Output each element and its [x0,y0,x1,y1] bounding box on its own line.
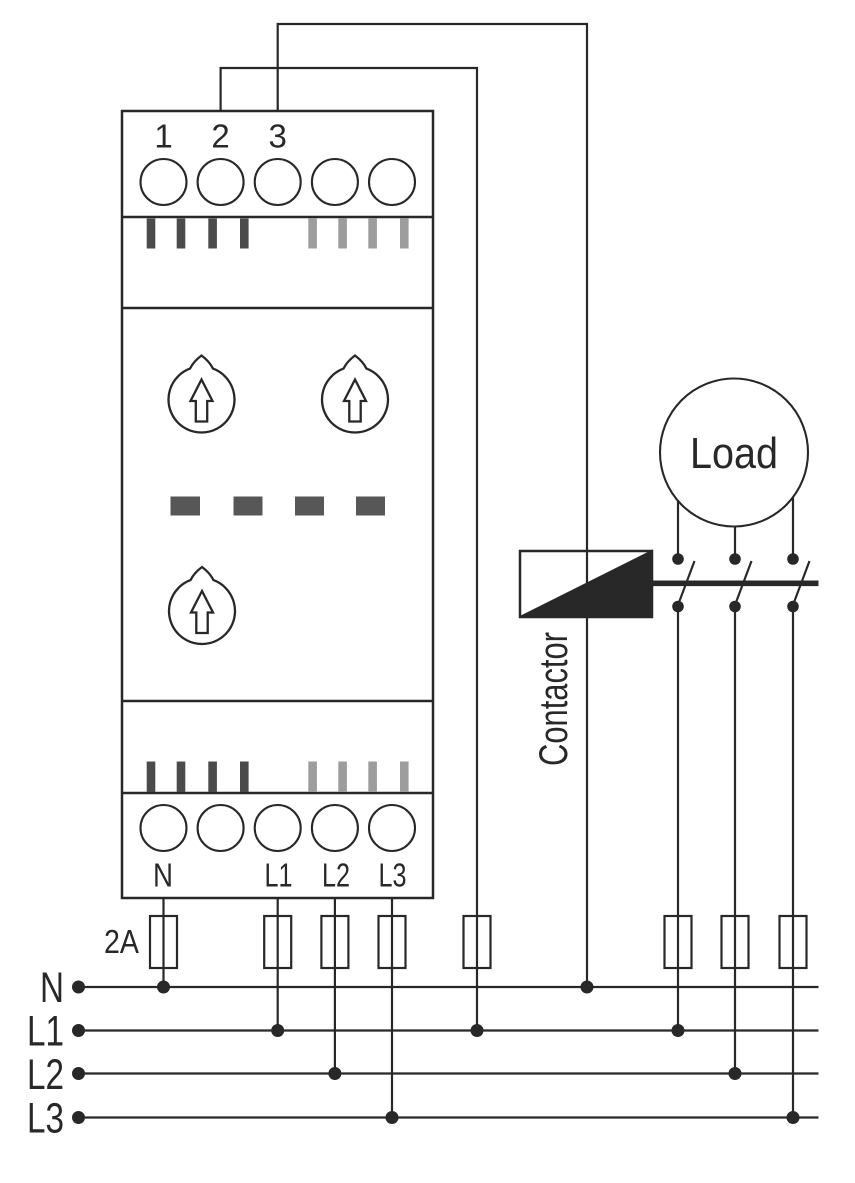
junction-dot [728,1067,742,1080]
fuse [720,914,750,970]
terminal-circle [196,157,245,207]
junction-dot [385,1111,399,1124]
bus-label-L2: L2 [27,1051,64,1099]
connector-bar-light [400,761,409,792]
connector-bar-light [368,218,377,249]
junction-dot [157,980,170,994]
junction-dot [271,1024,285,1037]
bus-label-L1: L1 [27,1008,64,1056]
display-dash [356,496,385,516]
connector-bar-light [400,218,409,249]
terminal-label-L2: L2 [322,857,350,894]
bus-label-L3: L3 [27,1095,64,1143]
fuse [462,914,492,970]
terminal-circle [196,803,245,853]
terminal-label-1: 1 [154,118,172,155]
terminal-circle [310,157,359,207]
terminal-circle [253,157,302,207]
bus-end-dot [72,1067,85,1080]
junction-dot [671,1024,685,1037]
junction-dot [328,1067,342,1080]
connector-bar-dark [176,761,186,792]
fuse [377,914,407,970]
connector-bar-dark [146,218,156,249]
fuses: 2A [104,914,808,970]
junction-dot [786,1111,800,1124]
switch-blade [733,560,753,606]
bus-end-dot [72,1024,85,1037]
supply-wiring [162,898,394,1118]
terminal-circle [253,803,302,853]
knob-arrow-icon [342,376,368,423]
terminal-circle [367,803,417,853]
fuse [663,914,693,970]
top-connector-bars [146,218,409,249]
load: Load [658,377,810,528]
fuse [263,914,293,970]
switch-blade [791,560,811,606]
supply-buses: N L1 L2 L3 [27,964,819,1143]
switch-blade [676,560,696,606]
terminal-circle [367,157,417,207]
terminal-label-2: 2 [211,118,229,155]
connector-bar-dark [208,761,217,792]
bottom-connector-bars [146,761,409,792]
device-outline [120,109,435,900]
knob-arrow-icon [188,376,215,423]
monitoring-relay-device: 1 2 3 [120,109,435,900]
connector-bar-light [308,761,317,792]
terminal-label-L1: L1 [265,857,293,894]
display-dash [170,496,200,516]
contact-dot [787,553,799,565]
connector-bar-dark [146,761,156,792]
contactor-contacts [672,497,811,1118]
contactor: Contactor [518,549,819,766]
connector-bar-dark [176,218,186,249]
load-label: Load [690,429,778,478]
connector-bar-light [308,218,317,249]
connector-bar-light [338,761,347,792]
wire-terminal3-to-N [276,22,589,987]
bus-end-dot [72,1111,85,1124]
junction-dot [470,1024,484,1037]
connector-bar-light [368,761,377,792]
contact-dot [729,553,741,565]
bus-label-N: N [40,964,64,1012]
fuse-rating-label: 2A [104,923,139,960]
terminal-circle [139,803,188,853]
fuse [148,914,179,970]
connector-bar-light [338,218,347,249]
terminal-label-L3: L3 [379,857,407,894]
connector-bar-dark [208,218,217,249]
led-display-dashes [170,496,385,516]
bus-end-dot [72,980,85,994]
terminal-label-3: 3 [269,118,287,155]
terminal-circle [310,803,359,853]
fuse [320,914,350,970]
terminal-circle [139,157,188,207]
display-dash [295,496,324,516]
connector-bar-dark [240,218,249,249]
contact-dot [672,553,684,565]
adjustment-knobs [167,354,390,646]
junction-dot [580,980,594,994]
wire-terminal2-to-L1 [219,66,479,1031]
control-wiring [219,22,589,1031]
contactor-label: Contactor [532,632,576,766]
terminal-label-N: N [153,857,173,894]
connector-bar-dark [240,761,249,792]
display-dash [233,496,263,516]
fuse [778,914,808,970]
knob-arrow-icon [189,588,215,635]
